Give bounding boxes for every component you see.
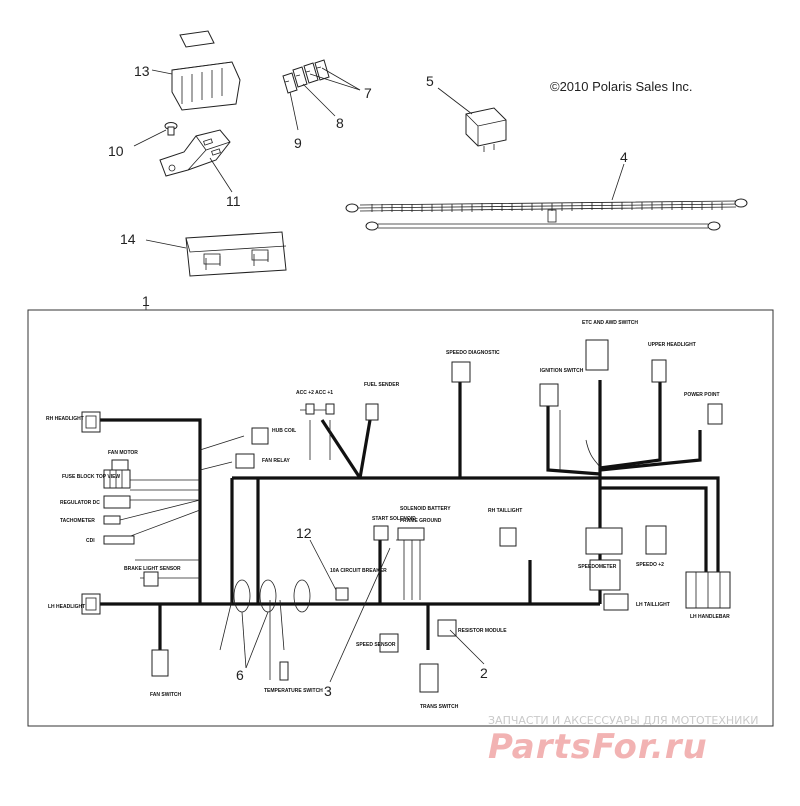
callout-2: 2 <box>480 665 488 681</box>
brake-light-sensor[interactable]: BRAKE LIGHT SENSOR <box>124 566 181 587</box>
callout-14: 14 <box>120 231 136 247</box>
svg-text:10A CIRCUIT BREAKER: 10A CIRCUIT BREAKER <box>330 568 387 574</box>
rh-taillight-connector[interactable]: RH TAILLIGHT <box>488 508 522 547</box>
rh-headlight-connector[interactable]: RH HEADLIGHT <box>46 411 101 433</box>
lh-handlebar-connector[interactable]: LH HANDLEBAR <box>685 571 731 620</box>
speedometer-connector[interactable]: SPEEDOMETER <box>578 527 623 591</box>
circuit-breaker[interactable]: 10A CIRCUIT BREAKER <box>330 568 387 601</box>
svg-text:FAN SWITCH: FAN SWITCH <box>150 692 181 698</box>
svg-text:SPEEDO +2: SPEEDO +2 <box>636 562 664 568</box>
harness-grommets <box>233 579 311 613</box>
speedo-diagnostic-connector[interactable]: SPEEDO DIAGNOSTIC <box>446 350 500 383</box>
svg-text:ETC AND AWD SWITCH: ETC AND AWD SWITCH <box>582 320 638 326</box>
svg-text:FAN MOTOR: FAN MOTOR <box>108 450 138 456</box>
speedo-plus2-connector[interactable]: SPEEDO +2 <box>636 525 667 568</box>
svg-text:TACHOMETER: TACHOMETER <box>60 518 95 524</box>
regulator-connector[interactable]: REGULATOR DC <box>60 495 131 509</box>
svg-text:SPEEDO DIAGNOSTIC: SPEEDO DIAGNOSTIC <box>446 350 500 356</box>
part-7-8-9-fuses[interactable] <box>282 59 330 94</box>
fan-switch[interactable]: FAN SWITCH <box>150 649 181 698</box>
callout-1: 1 <box>142 293 150 309</box>
lh-taillight-connector[interactable]: LH TAILLIGHT <box>603 593 670 611</box>
harness-branches <box>119 409 601 680</box>
part-11-bracket[interactable] <box>159 129 231 177</box>
callout-5: 5 <box>426 73 434 89</box>
temperature-switch[interactable]: TEMPERATURE SWITCH <box>264 661 323 694</box>
watermark-brand: PartsFor.ru <box>488 727 708 767</box>
svg-text:FUEL SENDER: FUEL SENDER <box>364 382 400 388</box>
lh-headlight-connector[interactable]: LH HEADLIGHT <box>48 593 101 615</box>
callout-8: 8 <box>336 115 344 131</box>
part-14-connector-cover[interactable] <box>185 231 287 277</box>
trans-switch[interactable]: TRANS SWITCH <box>419 663 459 710</box>
start-solenoid[interactable]: START SOLENOID <box>372 516 416 541</box>
callout-10: 10 <box>108 143 124 159</box>
svg-text:FRAME GROUND: FRAME GROUND <box>400 518 442 524</box>
hub-coil-connector[interactable]: HUB COIL <box>251 427 296 445</box>
harness-frame <box>27 309 774 727</box>
svg-text:TRANS SWITCH: TRANS SWITCH <box>420 704 459 710</box>
copyright-notice: ©2010 Polaris Sales Inc. <box>550 79 693 94</box>
svg-text:LH HANDLEBAR: LH HANDLEBAR <box>690 614 730 620</box>
callout-4: 4 <box>620 149 628 165</box>
callout-3: 3 <box>324 683 332 699</box>
svg-text:BRAKE LIGHT SENSOR: BRAKE LIGHT SENSOR <box>124 566 181 572</box>
svg-text:SOLENOID BATTERY: SOLENOID BATTERY <box>400 506 451 512</box>
solenoid-battery[interactable]: SOLENOID BATTERY FRAME GROUND <box>397 506 451 541</box>
watermark-tagline: ЗАПЧАСТИ И АКСЕССУАРЫ ДЛЯ МОТОТЕХНИКИ <box>488 714 758 727</box>
svg-text:SPEED SENSOR: SPEED SENSOR <box>356 642 396 648</box>
svg-text:UPPER HEADLIGHT: UPPER HEADLIGHT <box>648 342 696 348</box>
svg-text:RESISTOR MODULE: RESISTOR MODULE <box>458 628 507 634</box>
fuel-sender-connector[interactable]: FUEL SENDER <box>364 382 400 421</box>
svg-text:LH HEADLIGHT: LH HEADLIGHT <box>48 604 85 610</box>
upper-headlight-connector[interactable]: UPPER HEADLIGHT <box>648 342 696 383</box>
harness-main-trunk <box>100 380 720 650</box>
part-10-screw[interactable] <box>164 122 178 136</box>
callout-7: 7 <box>364 85 372 101</box>
callout-11: 11 <box>226 193 241 209</box>
svg-text:FAN RELAY: FAN RELAY <box>262 458 291 464</box>
part-4-battery-cables[interactable] <box>345 198 748 231</box>
ignition-switch-connector[interactable]: IGNITION SWITCH <box>539 368 584 407</box>
svg-text:LH TAILLIGHT: LH TAILLIGHT <box>636 602 670 608</box>
svg-text:POWER POINT: POWER POINT <box>684 392 720 398</box>
fuse-block[interactable]: FUSE BLOCK TOP VIEW <box>62 469 131 489</box>
svg-text:IGNITION SWITCH: IGNITION SWITCH <box>540 368 584 374</box>
cdi-connector[interactable]: CDI <box>86 535 135 545</box>
power-point-connector[interactable]: POWER POINT <box>684 392 723 425</box>
tachometer-connector[interactable]: TACHOMETER <box>60 515 121 525</box>
resistor-module[interactable]: RESISTOR MODULE <box>437 619 507 637</box>
svg-text:REGULATOR DC: REGULATOR DC <box>60 500 100 506</box>
part-5-relay[interactable] <box>465 107 507 152</box>
svg-text:HUB COIL: HUB COIL <box>272 428 296 434</box>
callout-6: 6 <box>236 667 244 683</box>
etc-awd-switch-connector[interactable]: ETC AND AWD SWITCH <box>582 320 638 371</box>
svg-text:SPEEDOMETER: SPEEDOMETER <box>578 564 617 570</box>
svg-text:TEMPERATURE SWITCH: TEMPERATURE SWITCH <box>264 688 323 694</box>
part-13-fuse-block-cover[interactable] <box>171 30 241 111</box>
svg-text:RH HEADLIGHT: RH HEADLIGHT <box>46 416 84 422</box>
svg-text:CDI: CDI <box>86 538 95 544</box>
svg-text:START SOLENOID: START SOLENOID <box>372 516 416 522</box>
callout-12: 12 <box>296 525 312 541</box>
speed-sensor[interactable]: SPEED SENSOR <box>356 633 399 653</box>
fan-motor-connector[interactable]: FAN MOTOR <box>108 450 138 471</box>
callout-9: 9 <box>294 135 302 151</box>
fan-relay[interactable]: FAN RELAY <box>235 453 291 469</box>
svg-text:ACC +2 ACC +1: ACC +2 ACC +1 <box>296 390 333 396</box>
svg-text:FUSE BLOCK TOP VIEW: FUSE BLOCK TOP VIEW <box>62 474 120 480</box>
acc-connectors[interactable]: ACC +2 ACC +1 <box>296 390 335 415</box>
callout-13: 13 <box>134 63 150 79</box>
svg-text:RH TAILLIGHT: RH TAILLIGHT <box>488 508 522 514</box>
